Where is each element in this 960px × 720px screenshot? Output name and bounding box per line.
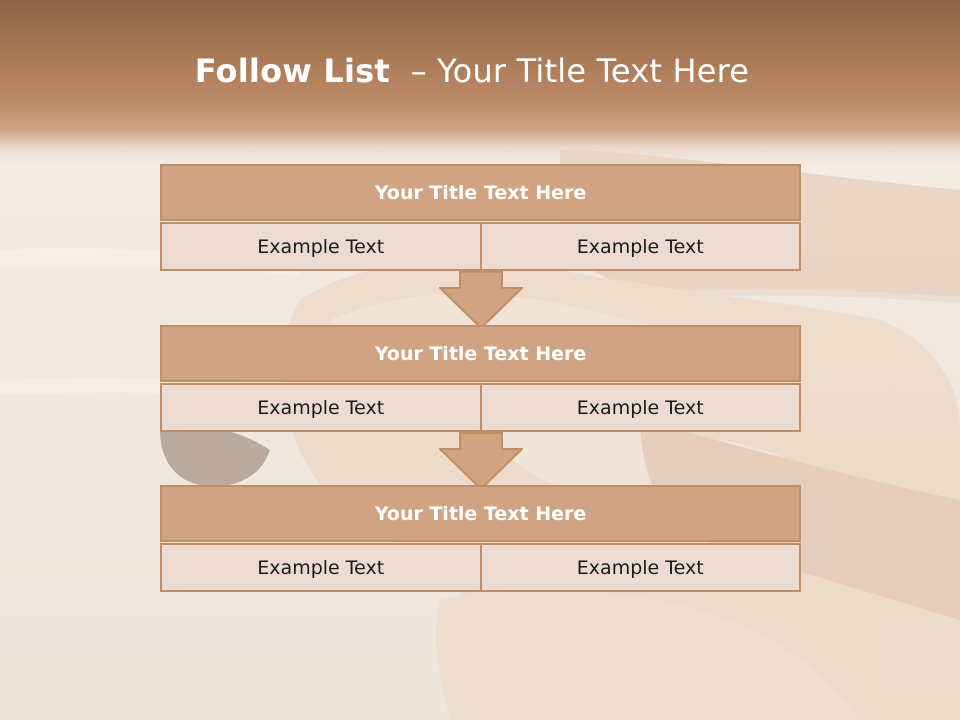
- slide-title-bold: Follow List: [194, 52, 390, 90]
- block-cell-left: Example Text: [160, 543, 481, 592]
- header-band: [0, 0, 960, 165]
- block-row: Example Text Example Text: [160, 383, 801, 432]
- slide-title-rest: – Your Title Text Here: [389, 52, 750, 90]
- block-cell-left: Example Text: [160, 383, 481, 432]
- block-cell-left: Example Text: [160, 222, 481, 271]
- slide-title: Follow List – Your Title Text Here: [0, 52, 944, 90]
- down-arrow-icon: [439, 432, 523, 490]
- list-block-2: Your Title Text Here Example Text Exampl…: [160, 325, 801, 432]
- block-title: Your Title Text Here: [160, 164, 801, 221]
- block-title: Your Title Text Here: [160, 485, 801, 542]
- block-title: Your Title Text Here: [160, 325, 801, 382]
- block-cell-right: Example Text: [480, 222, 801, 271]
- block-row: Example Text Example Text: [160, 543, 801, 592]
- list-block-3: Your Title Text Here Example Text Exampl…: [160, 485, 801, 592]
- block-row: Example Text Example Text: [160, 222, 801, 271]
- list-block-1: Your Title Text Here Example Text Exampl…: [160, 164, 801, 271]
- down-arrow-icon: [439, 271, 523, 329]
- block-cell-right: Example Text: [480, 543, 801, 592]
- block-cell-right: Example Text: [480, 383, 801, 432]
